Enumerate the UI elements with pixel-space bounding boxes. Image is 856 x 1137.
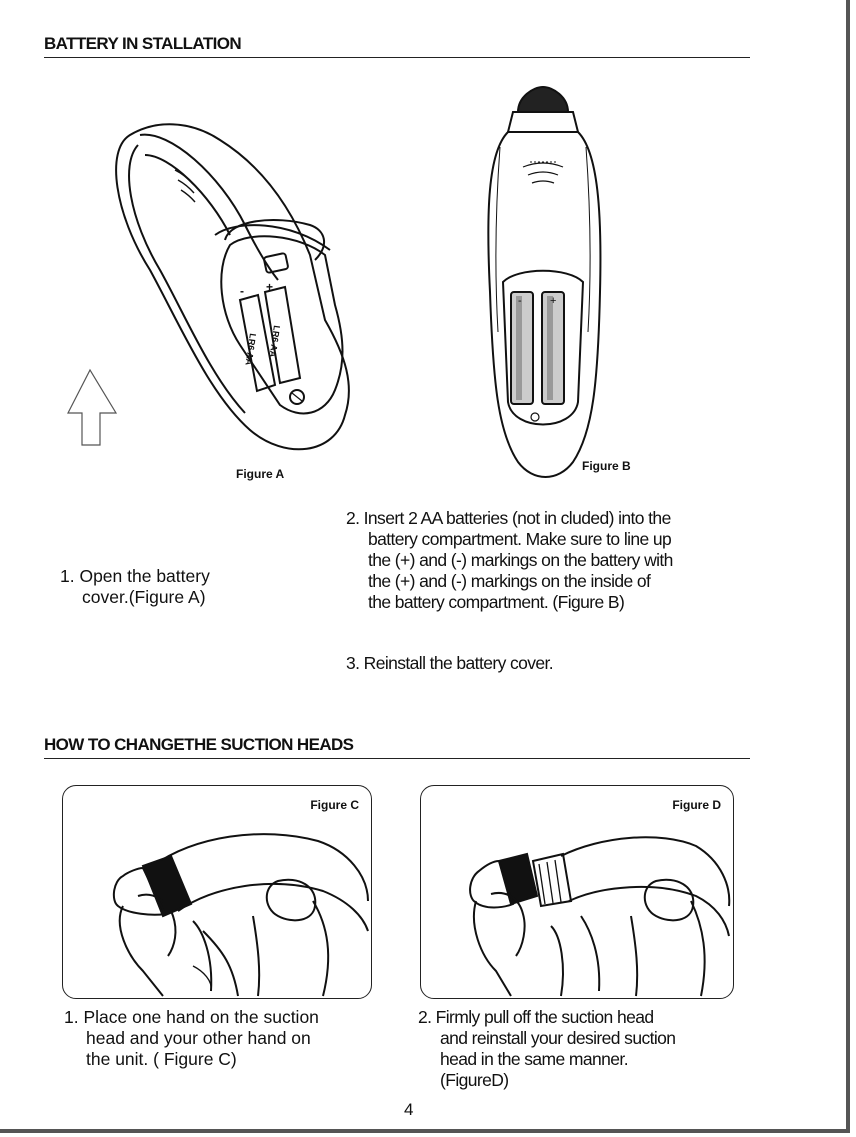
plus-sign: +	[266, 280, 273, 294]
page-number: 4	[404, 1100, 414, 1119]
minus-sign: -	[240, 284, 244, 298]
battery-step-3: 3. Reinstall the battery cover.	[346, 653, 554, 673]
suction-step-1: 1. Place one hand on the suction head an…	[64, 1007, 319, 1070]
figure-b-illustration: - +	[487, 85, 602, 478]
figure-a-illustration: LR6 AA LR6 AA - +	[67, 123, 350, 451]
battery-step-1: 1. Open the battery cover.(Figure A)	[60, 566, 210, 608]
step-line: 1. Place one hand on the suction	[64, 1007, 319, 1027]
figure-a-label: Figure A	[236, 467, 285, 481]
step-line: battery compartment. Make sure to line u…	[368, 529, 672, 549]
figure-d-illustration	[469, 836, 731, 997]
section-heading-suction-heads: HOW TO CHANGETHE SUCTION HEADS	[44, 735, 354, 754]
figure-b-label: Figure B	[582, 459, 631, 473]
figure-c-illustration	[112, 833, 369, 997]
section-heading-battery-installation: BATTERY IN STALLATION	[44, 34, 242, 53]
figure-d-label: Figure D	[672, 798, 721, 812]
battery-marking-a1: LR6 AA	[243, 333, 257, 367]
step-line: 2. Firmly pull off the suction head	[418, 1007, 654, 1027]
step-line: cover.(Figure A)	[82, 587, 206, 607]
step-line: the battery compartment. (Figure B)	[368, 592, 625, 612]
plus-sign: +	[550, 295, 556, 307]
minus-sign: -	[518, 295, 522, 307]
step-line: head and your other hand on	[86, 1028, 311, 1048]
battery-marking-a2: LR6 AA	[267, 325, 281, 359]
step-line: (FigureD)	[440, 1070, 509, 1090]
step-line: and reinstall your desired suction	[440, 1028, 676, 1048]
step-line: head in the same manner.	[440, 1049, 629, 1069]
figure-c-label: Figure C	[310, 798, 359, 812]
step-line: 1. Open the battery	[60, 566, 210, 586]
step-line: the (+) and (-) markings on the inside o…	[368, 571, 651, 591]
heading-rule	[44, 758, 750, 759]
suction-step-2: 2. Firmly pull off the suction head and …	[418, 1007, 676, 1091]
heading-rule	[44, 57, 750, 58]
step-line: the unit. ( Figure C)	[86, 1049, 237, 1069]
figure-d-box: Figure D	[420, 785, 734, 999]
step-line: 2. Insert 2 AA batteries (not in cluded)…	[346, 508, 671, 528]
figure-c-box: Figure C	[62, 785, 372, 999]
battery-step-2: 2. Insert 2 AA batteries (not in cluded)…	[346, 508, 673, 613]
step-line: the (+) and (-) markings on the battery …	[368, 550, 673, 570]
